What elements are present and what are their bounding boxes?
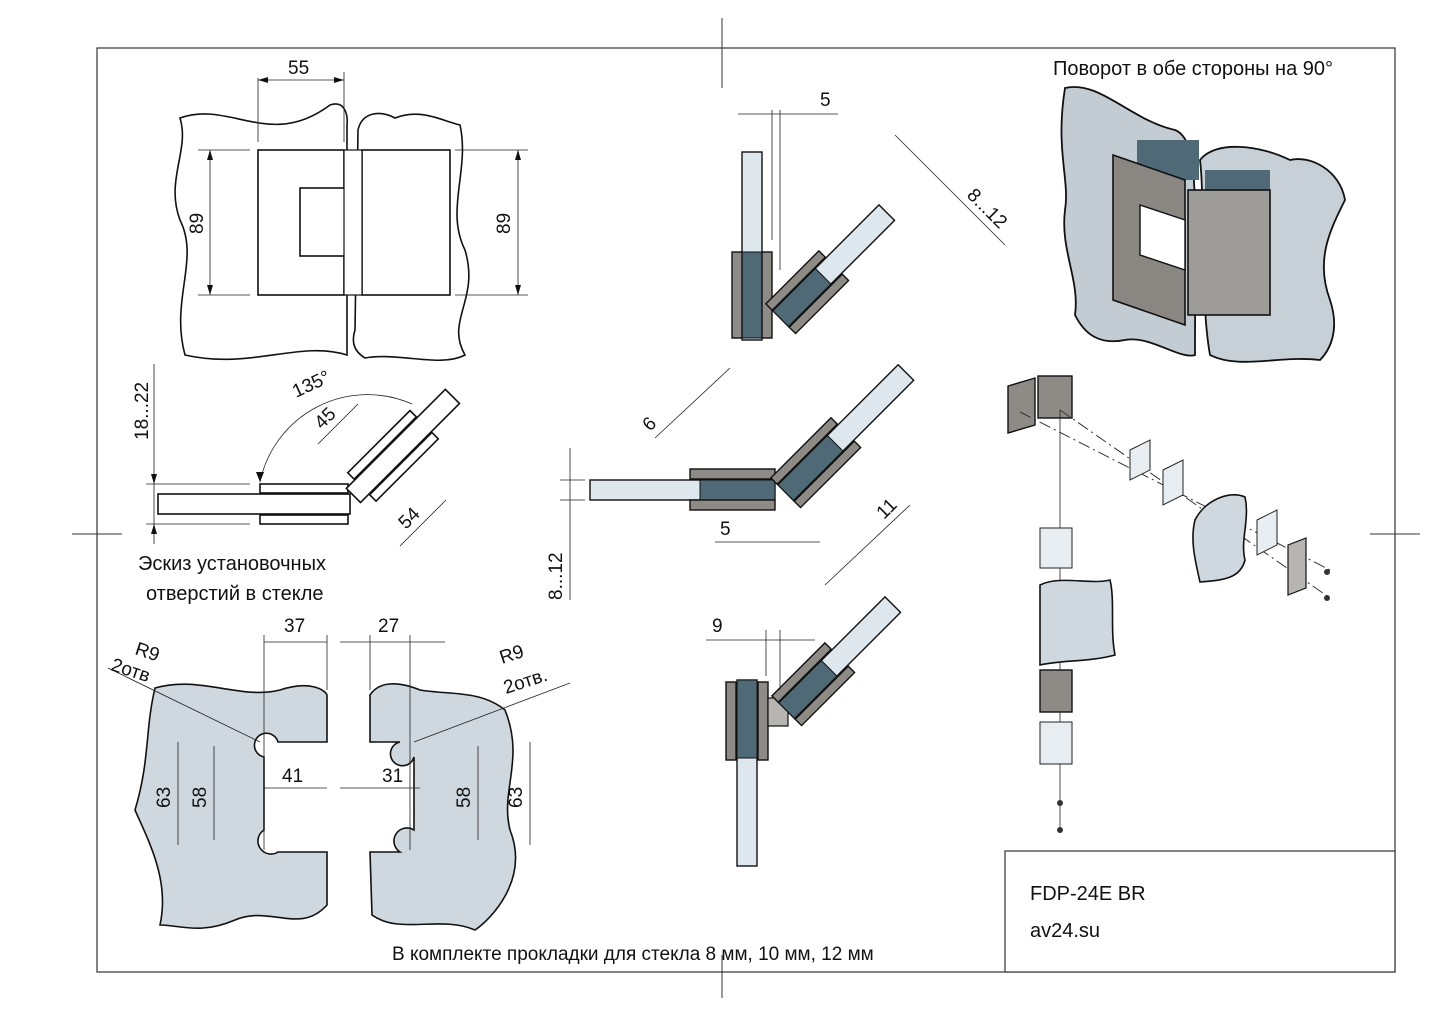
exploded-view: [1007, 375, 1331, 833]
model-number: FDP-24E BR: [1030, 883, 1146, 905]
dim-left-inner: 58: [190, 787, 211, 808]
dim-front-width: 55: [288, 58, 309, 79]
dim-right-inner: 58: [454, 787, 475, 808]
dim-side90-glass: 8...12: [962, 185, 1010, 233]
side-view-90: 5 8...12: [731, 90, 1011, 341]
top-view-135: 135° 18...22 45 54: [132, 364, 461, 547]
dim-right-width: 27: [378, 616, 399, 637]
hole-sketch-caption-line2: отверстий в стекле: [146, 583, 324, 605]
hinge-3d-render: [1060, 86, 1346, 363]
dim-side135-offset-c: 11: [873, 495, 902, 524]
hole-sketch-caption-line1: Эскиз установочных: [138, 553, 326, 575]
dim-front-height-right: 89: [494, 213, 515, 234]
side-view-180: 9: [706, 595, 902, 867]
dim-side135-offset-a: 6: [639, 413, 661, 435]
dim-front-height-left: 89: [187, 213, 208, 234]
dim-left-width: 37: [284, 616, 305, 637]
dim-angle-135: 135°: [289, 367, 334, 403]
exploded-gaskets-horizontal: [1129, 439, 1307, 596]
exploded-gaskets-vertical: [1039, 527, 1116, 765]
dim-depth-54: 54: [395, 503, 425, 533]
gasket-note: В комплекте прокладки для стекла 8 мм, 1…: [392, 944, 874, 965]
title-block: FDP-24E BR av24.su: [1004, 850, 1396, 973]
front-view: 55 89 89: [174, 58, 528, 361]
dim-thickness: 18...22: [132, 382, 153, 440]
dim-side90-offset: 5: [820, 90, 831, 111]
drawing-frame: [72, 18, 1420, 998]
radius-label-right: R9: [497, 641, 527, 668]
hole-template-right: 27 31 58 63 R9 2отв.: [340, 616, 571, 931]
dim-side180-offset: 9: [712, 616, 723, 637]
website-link[interactable]: av24.su: [1030, 920, 1100, 942]
rotation-note: Поворот в обе стороны на 90°: [1053, 58, 1333, 80]
dim-right-outer: 63: [506, 787, 527, 808]
hole-template-left: 37 41 63 58 R9 2отв: [107, 616, 328, 930]
dim-right-cut: 31: [382, 766, 403, 787]
dim-side135-glass: 8...12: [546, 552, 567, 600]
side-view-135: 8...12 6 5 11: [546, 363, 915, 600]
dim-side135-offset-b: 5: [720, 519, 731, 540]
dim-left-cut: 41: [282, 766, 303, 787]
dim-left-outer: 63: [154, 787, 175, 808]
